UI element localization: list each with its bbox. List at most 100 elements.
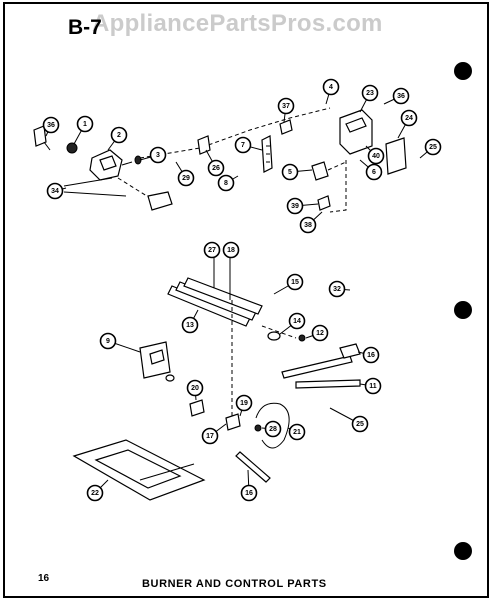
- callout-number: 36: [397, 93, 405, 100]
- page-caption: BURNER AND CONTROL PARTS: [142, 578, 327, 590]
- callout-circle: [186, 379, 204, 397]
- callout-39: 39: [286, 197, 319, 215]
- callout-circle: [217, 174, 235, 192]
- callout-circle: [110, 126, 128, 144]
- callout-circle: [286, 273, 304, 291]
- callout-circle: [424, 138, 442, 156]
- callout-number: 19: [240, 400, 248, 407]
- callout-number: 28: [269, 426, 277, 433]
- callout-number: 27: [208, 247, 216, 254]
- callout-7: 7: [234, 136, 263, 154]
- callout-number: 25: [429, 144, 437, 151]
- callout-32: 32: [328, 280, 351, 298]
- callout-number: 20: [191, 385, 199, 392]
- assembly-line-valve: [117, 177, 151, 199]
- part-clip-36-left: [33, 125, 51, 151]
- binder-hole-middle: [454, 301, 472, 319]
- callout-37: 37: [277, 97, 295, 123]
- callout-6: 6: [359, 159, 383, 181]
- callout-16: 16: [240, 469, 258, 502]
- page-number: 16: [38, 573, 50, 584]
- callout-circle: [46, 182, 64, 200]
- callout-3: 3: [139, 146, 167, 164]
- callout-number: 38: [304, 222, 312, 229]
- callout-number: 18: [227, 247, 235, 254]
- callout-number: 16: [367, 352, 375, 359]
- callout-circle: [240, 484, 258, 502]
- callout-36: 36: [42, 116, 60, 137]
- callout-circle: [86, 484, 104, 502]
- callout-number: 24: [405, 115, 413, 122]
- callout-28: 28: [261, 420, 282, 438]
- callout-12: 12: [305, 324, 329, 342]
- part-valve-2: [89, 149, 133, 181]
- callout-circle: [400, 109, 418, 127]
- callout-number: 37: [282, 103, 290, 110]
- binder-hole-bottom: [454, 542, 472, 560]
- callout-circle: [392, 87, 410, 105]
- callout-circle: [177, 169, 195, 187]
- callout-circle: [288, 312, 306, 330]
- part-orifice-14: [267, 331, 281, 341]
- callout-circle: [288, 423, 306, 441]
- part-nut-12: [298, 334, 306, 342]
- callout-number: 12: [316, 330, 324, 337]
- callout-number: 13: [186, 322, 194, 329]
- callout-number: 6: [372, 169, 376, 176]
- callout-circle: [322, 78, 340, 96]
- part-thermocouple-28: [255, 402, 290, 449]
- part-manifold-16: [281, 343, 361, 379]
- callout-circle: [286, 197, 304, 215]
- callout-circle: [364, 377, 382, 395]
- callout-number: 34: [51, 188, 59, 195]
- callout-circle: [203, 241, 221, 259]
- callout-number: 2: [117, 132, 121, 139]
- page-border: [3, 2, 489, 598]
- callout-8: 8: [217, 174, 239, 192]
- callout-number: 8: [224, 180, 228, 187]
- callout-circle: [222, 241, 240, 259]
- callout-number: 23: [366, 90, 374, 97]
- part-pipe-11: [295, 379, 361, 389]
- assembly-line-lower-box: [329, 160, 347, 213]
- part-valve-9: [139, 341, 175, 382]
- part-clip-39: [317, 195, 331, 211]
- callout-18: 18: [222, 241, 240, 259]
- callout-circle: [76, 115, 94, 133]
- callout-number: 29: [182, 175, 190, 182]
- callout-circle: [362, 346, 380, 364]
- callout-circle: [235, 394, 253, 412]
- callout-number: 22: [91, 490, 99, 497]
- sheet-code: B-7: [68, 16, 102, 39]
- part-clip-37: [279, 119, 293, 135]
- binder-hole-top: [454, 62, 472, 80]
- callout-number: 32: [333, 286, 341, 293]
- callout-number: 15: [291, 279, 299, 286]
- callout-13: 13: [181, 309, 199, 334]
- callout-number: 16: [245, 490, 253, 497]
- callout-15: 15: [273, 273, 304, 295]
- callout-circle: [181, 316, 199, 334]
- callout-38: 38: [299, 211, 323, 234]
- part-burner-tubes-13: [167, 277, 263, 327]
- part-screws-34: [63, 177, 127, 197]
- part-box-23: [339, 109, 373, 155]
- callout-number: 4: [329, 84, 333, 91]
- callout-11: 11: [359, 377, 382, 395]
- part-block-26: [197, 135, 211, 155]
- part-clip-20: [189, 399, 205, 417]
- callout-number: 3: [156, 152, 160, 159]
- assembly-line-top: [139, 107, 331, 159]
- callout-19: 19: [235, 394, 253, 417]
- callout-circle: [99, 332, 117, 350]
- callout-circle: [299, 216, 317, 234]
- callout-22: 22: [86, 479, 109, 502]
- callout-1: 1: [73, 115, 94, 145]
- callout-40: 40: [365, 145, 385, 165]
- callout-34: 34: [46, 182, 67, 200]
- callout-23: 23: [359, 84, 379, 113]
- callout-number: 11: [369, 383, 377, 390]
- callout-4: 4: [322, 78, 340, 105]
